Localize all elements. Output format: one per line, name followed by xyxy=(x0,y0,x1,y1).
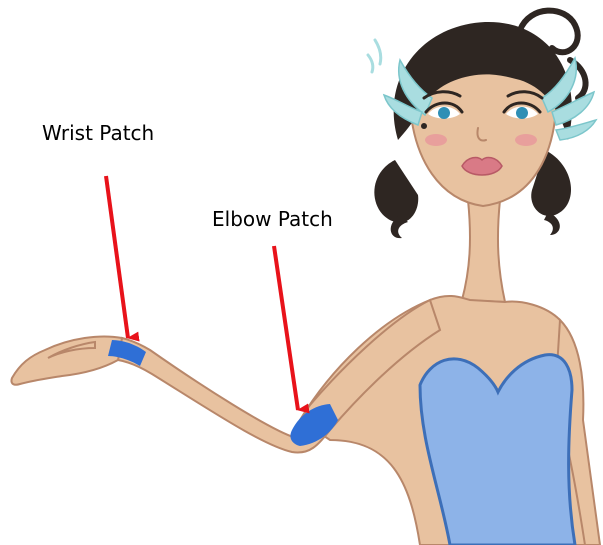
hand xyxy=(11,337,122,385)
wrist-patch-arrow xyxy=(106,176,128,338)
neck xyxy=(462,200,505,302)
elbow-patch-label: Elbow Patch xyxy=(212,207,333,231)
character xyxy=(11,11,600,545)
cheek-right xyxy=(515,134,537,146)
lips xyxy=(462,158,502,175)
elbow-patch-arrow xyxy=(274,246,298,410)
cheek-left xyxy=(425,134,447,146)
wrist-patch-label: Wrist Patch xyxy=(42,121,154,145)
